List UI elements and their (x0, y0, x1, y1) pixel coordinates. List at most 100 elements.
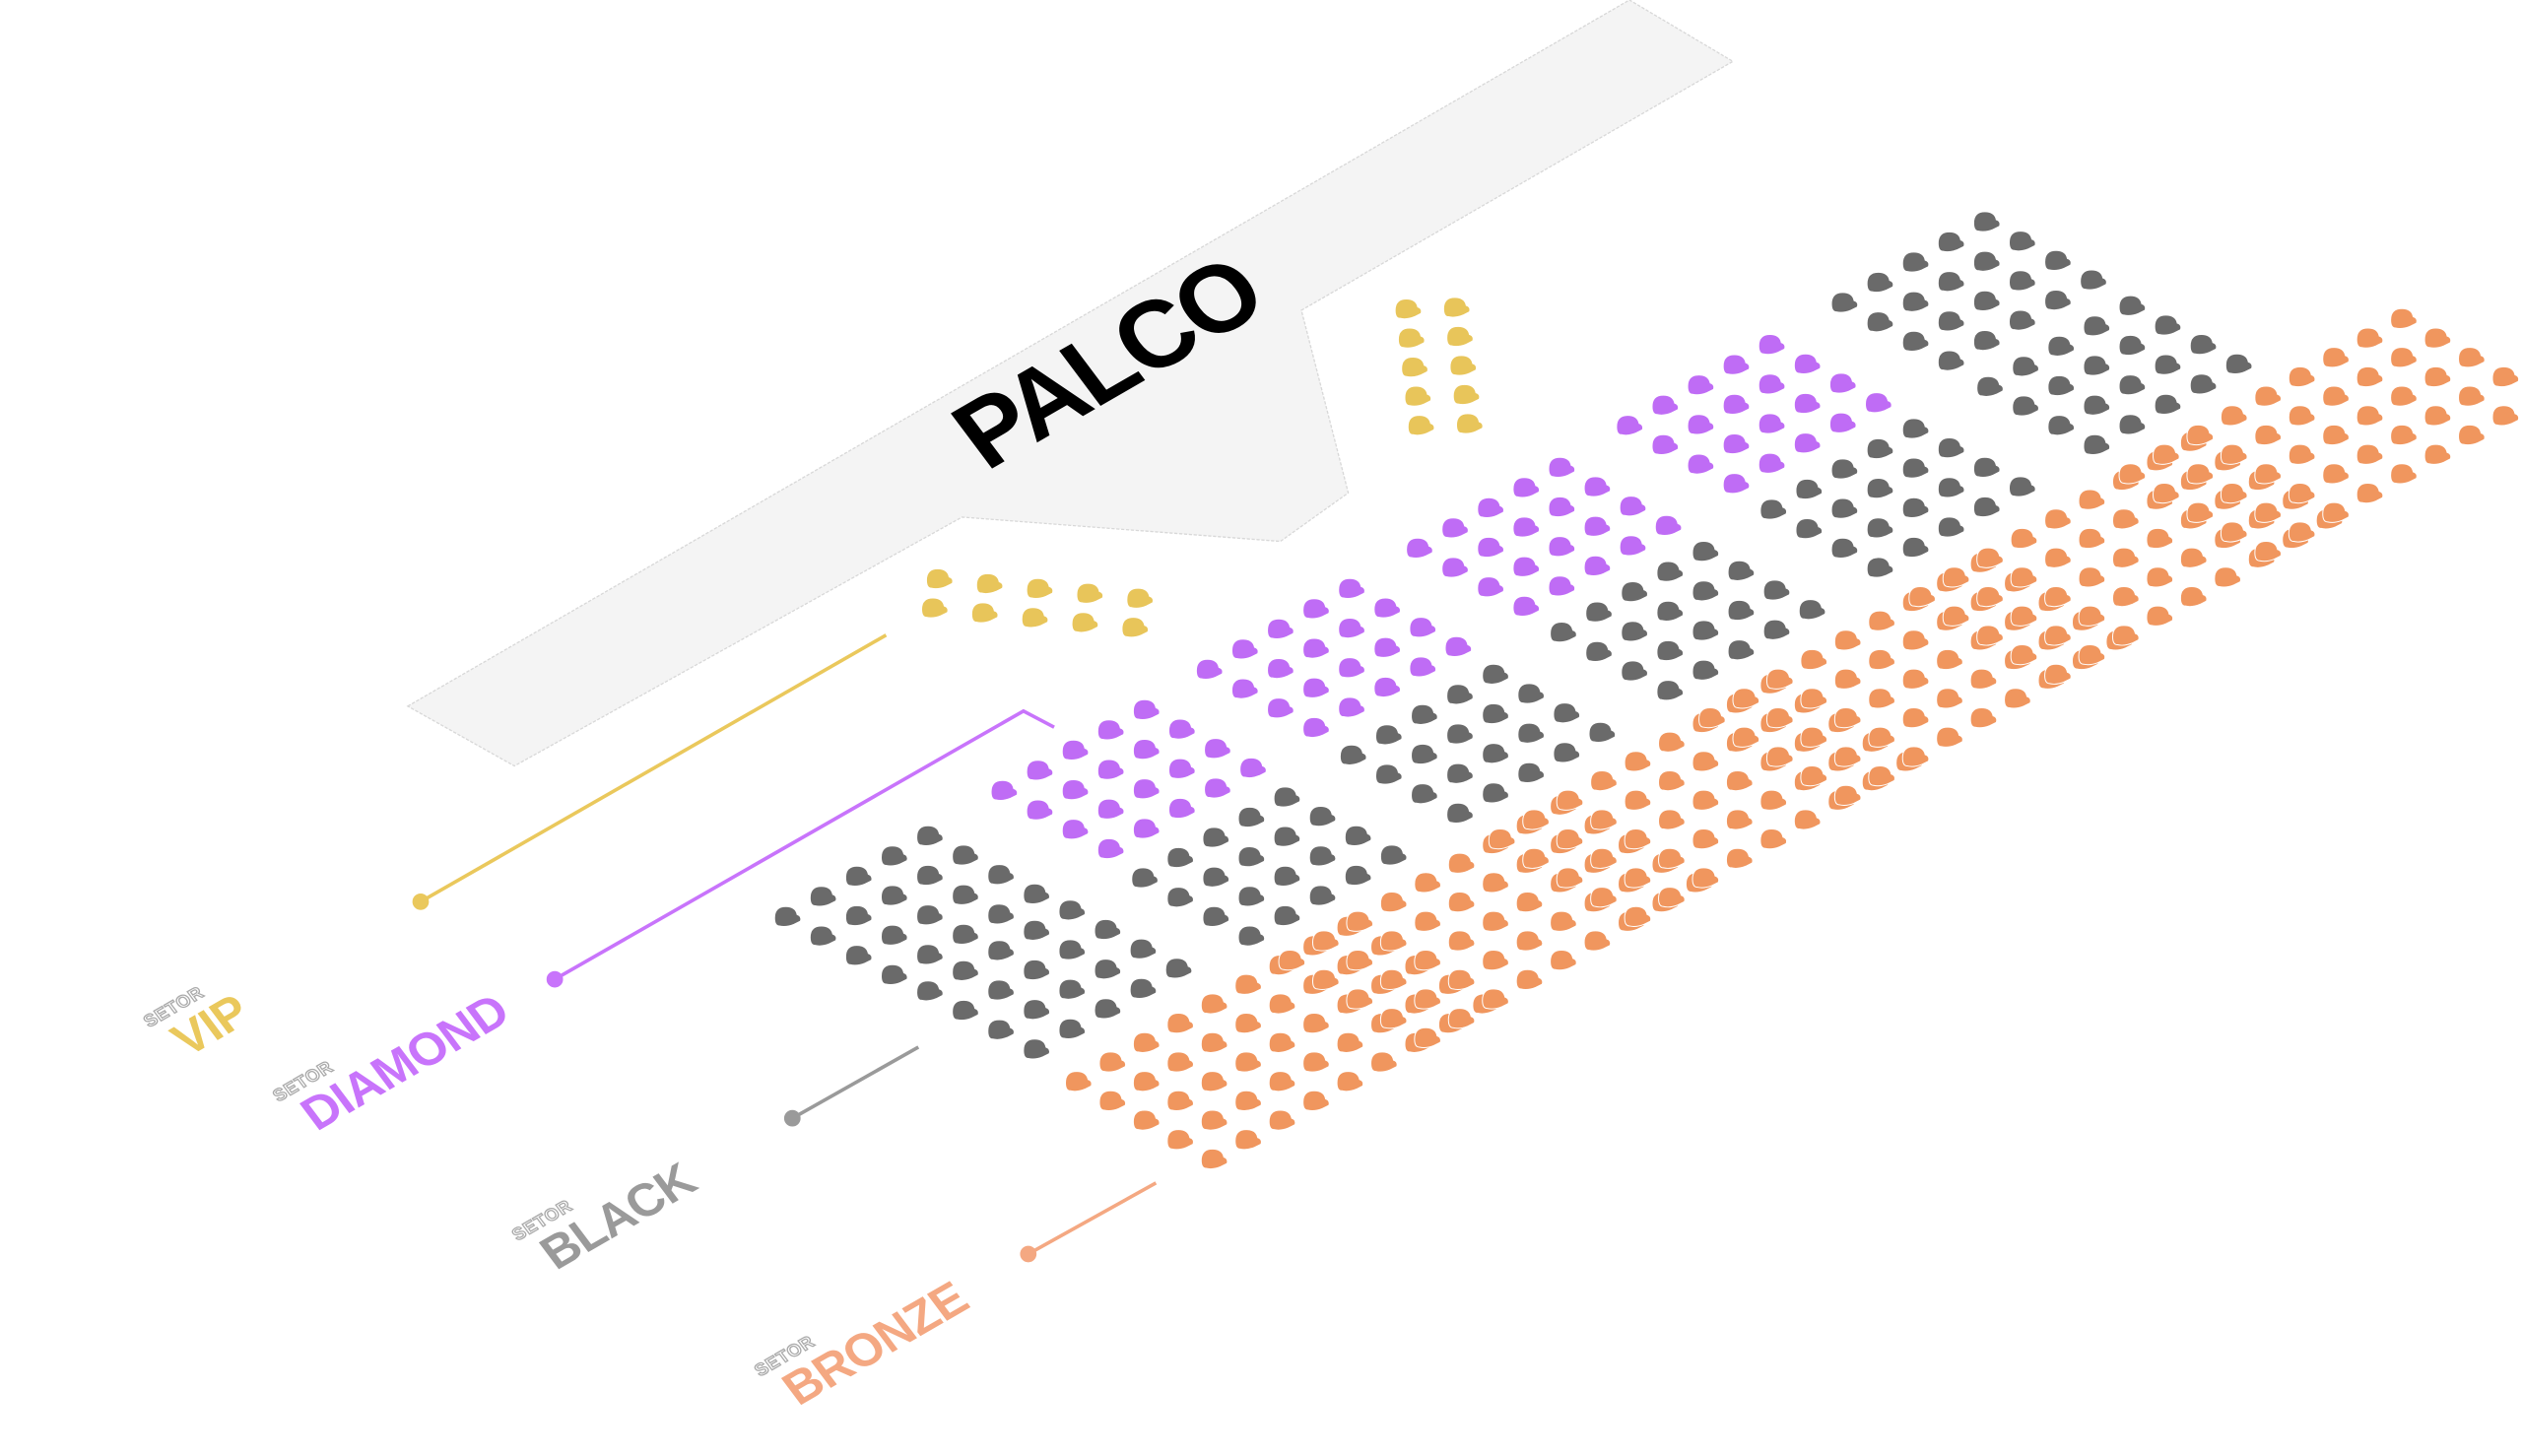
seat[interactable] (809, 886, 837, 907)
seat[interactable] (2080, 269, 2107, 291)
seat[interactable] (2288, 365, 2316, 388)
seat[interactable] (1758, 452, 1786, 474)
seat[interactable] (1725, 769, 1754, 792)
seat[interactable] (1273, 826, 1301, 847)
seat[interactable] (1833, 784, 1862, 806)
seat[interactable] (1379, 1008, 1408, 1029)
seat[interactable] (1972, 290, 2001, 311)
seat[interactable] (1621, 581, 1648, 603)
seat[interactable] (1234, 1051, 1262, 1073)
seat[interactable] (1687, 414, 1715, 435)
seat[interactable] (1406, 537, 1433, 559)
seat[interactable] (1901, 330, 1930, 352)
seat[interactable] (1765, 668, 1794, 690)
seat[interactable] (1722, 473, 1751, 495)
seat-block-black[interactable] (916, 899, 1193, 1060)
seat[interactable] (1976, 547, 2004, 568)
seat[interactable] (1234, 1129, 1262, 1151)
seat[interactable] (1658, 887, 1686, 908)
seat[interactable] (1590, 847, 1618, 869)
seat[interactable] (987, 864, 1015, 886)
seat[interactable] (1800, 765, 1828, 787)
seat[interactable] (1477, 536, 1504, 559)
seat[interactable] (1512, 556, 1541, 577)
seat[interactable] (2047, 415, 2076, 436)
seat[interactable] (1762, 579, 1791, 601)
seat[interactable] (1866, 311, 1894, 333)
seat[interactable] (1725, 847, 1754, 869)
seat[interactable] (1129, 938, 1158, 960)
seat[interactable] (1482, 910, 1509, 932)
seat[interactable] (1132, 818, 1161, 839)
seat-block-bronze[interactable] (2118, 307, 2522, 563)
seat[interactable] (1937, 437, 1965, 459)
seat[interactable] (1687, 374, 1715, 396)
seat[interactable] (1096, 798, 1125, 820)
seat[interactable] (1482, 663, 1509, 685)
seat[interactable] (2044, 663, 2072, 685)
seat[interactable] (1338, 617, 1365, 639)
seat[interactable] (1522, 809, 1550, 830)
seat[interactable] (1202, 866, 1230, 888)
seat[interactable] (2118, 334, 2147, 357)
seat[interactable] (1972, 211, 2001, 232)
seat[interactable] (1071, 612, 1099, 633)
seat-block-vip[interactable] (1394, 297, 1484, 436)
seat[interactable] (2491, 405, 2520, 427)
seat[interactable] (1407, 415, 1435, 436)
seat[interactable] (1374, 724, 1403, 746)
seat-block-black[interactable] (1759, 418, 2036, 578)
seat[interactable] (2009, 476, 2036, 497)
seat[interactable] (2254, 463, 2282, 485)
seat[interactable] (1866, 271, 1894, 294)
seat[interactable] (1488, 828, 1516, 850)
seat[interactable] (1583, 555, 1612, 577)
seat[interactable] (1302, 677, 1330, 698)
seat[interactable] (1166, 887, 1195, 908)
seat[interactable] (1548, 536, 1576, 558)
seat[interactable] (1550, 910, 1577, 932)
seat[interactable] (1094, 918, 1122, 941)
seat[interactable] (1901, 457, 1930, 479)
seat[interactable] (1868, 648, 1895, 671)
seat[interactable] (2214, 566, 2241, 588)
seat[interactable] (1061, 819, 1090, 840)
seat[interactable] (1230, 678, 1259, 699)
seat[interactable] (2458, 347, 2486, 368)
seat[interactable] (1409, 656, 1437, 678)
sector-label-bronze[interactable]: SETOR BRONZE (750, 1258, 978, 1422)
seat[interactable] (2009, 309, 2036, 331)
seat[interactable] (1482, 950, 1509, 971)
seat[interactable] (2154, 354, 2182, 375)
seat[interactable] (1302, 598, 1330, 620)
seat[interactable] (2322, 385, 2350, 407)
seat[interactable] (1023, 1038, 1051, 1060)
seat[interactable] (1692, 751, 1720, 772)
seat[interactable] (2254, 424, 2282, 446)
sector-label-diamond[interactable]: SETOR DIAMOND (268, 970, 519, 1148)
seat[interactable] (916, 825, 944, 846)
seat[interactable] (1619, 496, 1647, 517)
seat[interactable] (2044, 547, 2072, 568)
seat[interactable] (1583, 476, 1612, 497)
seat[interactable] (2288, 521, 2316, 543)
seat[interactable] (2153, 482, 2180, 504)
seat[interactable] (2288, 482, 2316, 504)
seat[interactable] (2423, 405, 2452, 427)
seat[interactable] (2356, 327, 2384, 349)
seat[interactable] (1373, 636, 1401, 658)
seat[interactable] (1793, 392, 1822, 415)
seat[interactable] (1656, 639, 1685, 662)
seat[interactable] (1132, 1071, 1161, 1092)
seat[interactable] (1550, 950, 1577, 971)
seat[interactable] (1942, 605, 1970, 627)
seat[interactable] (1972, 329, 2001, 352)
seat[interactable] (1447, 852, 1476, 874)
seat[interactable] (2010, 644, 2038, 666)
seat[interactable] (1976, 585, 2004, 608)
seat[interactable] (1522, 847, 1550, 869)
seat[interactable] (1447, 892, 1476, 913)
seat[interactable] (1312, 930, 1340, 952)
seat[interactable] (987, 1019, 1015, 1040)
seat[interactable] (1692, 867, 1720, 889)
